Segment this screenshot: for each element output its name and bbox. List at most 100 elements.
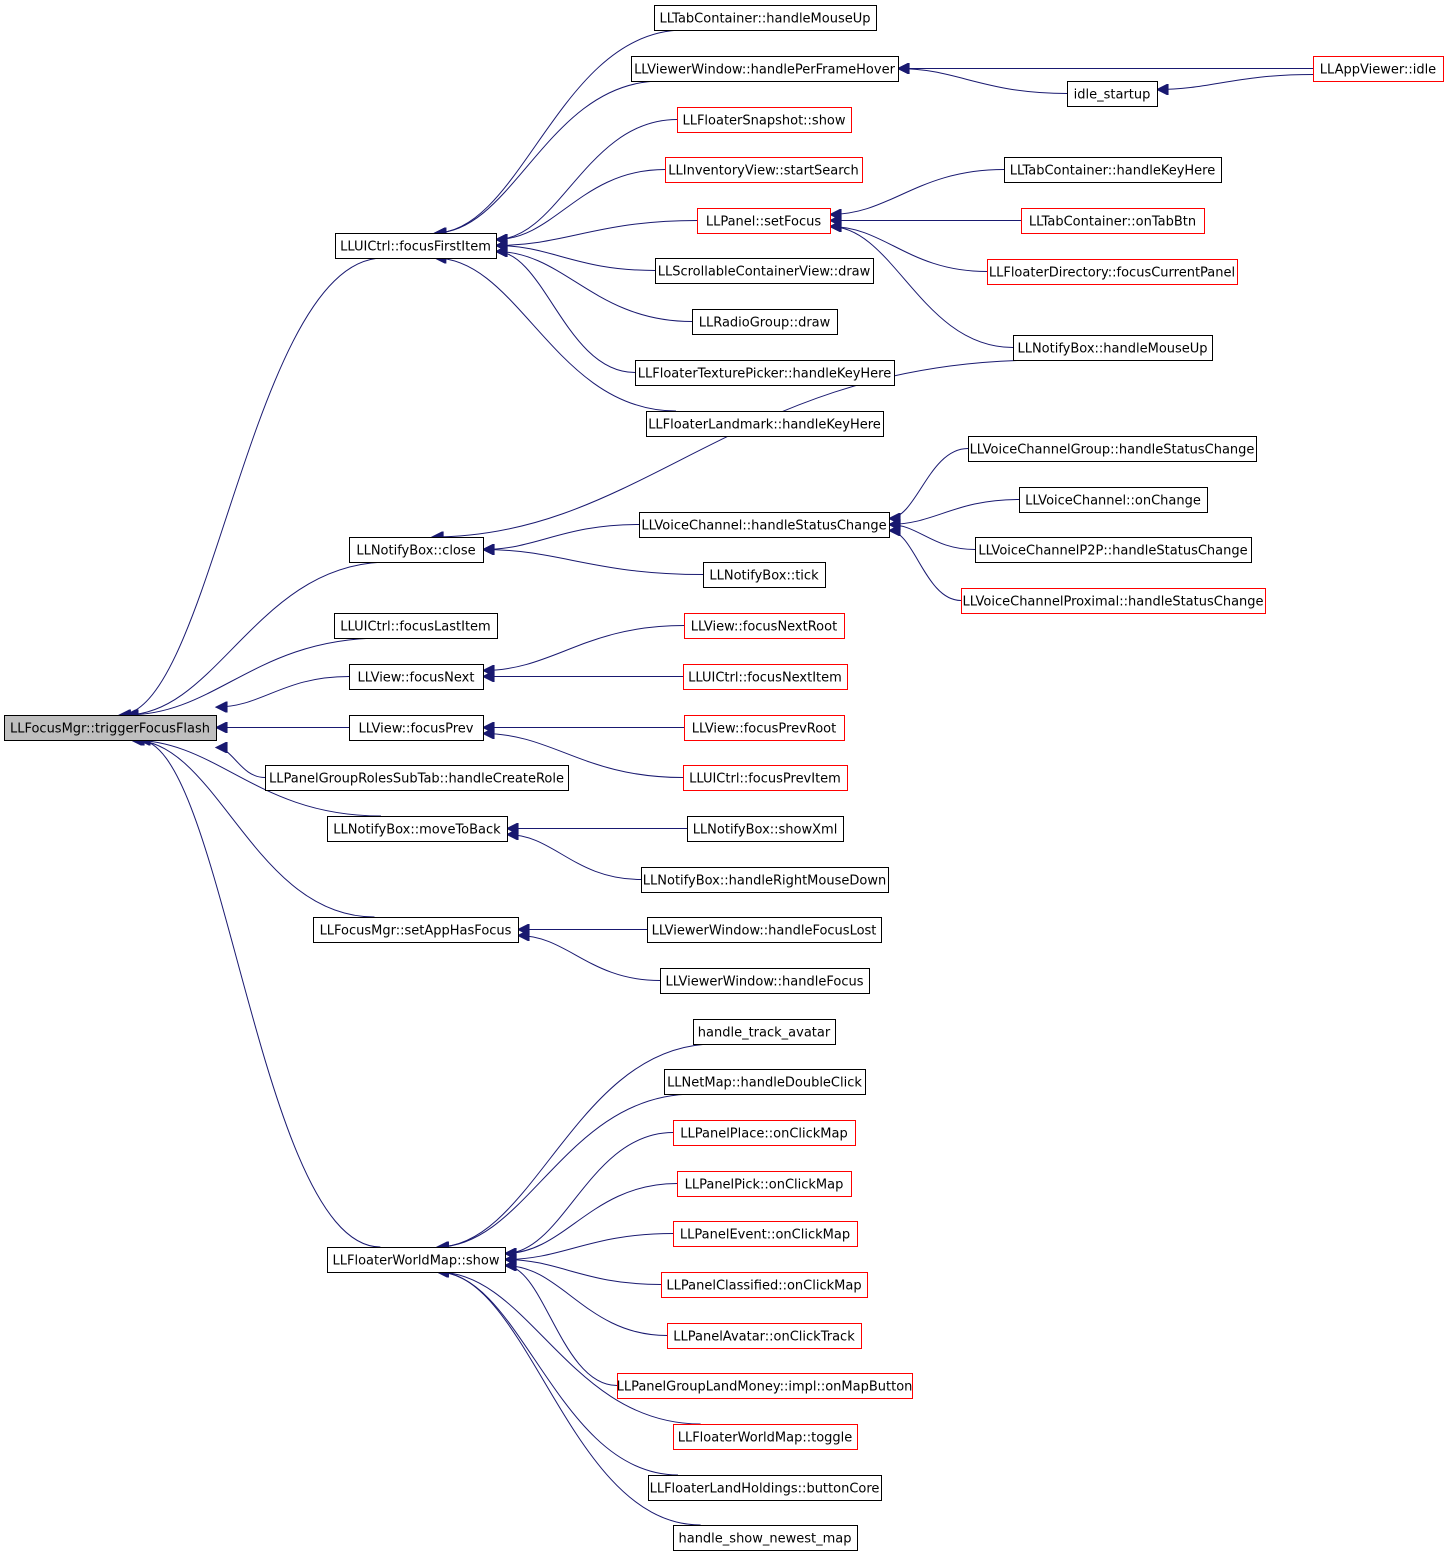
node-box[interactable]: [677, 1171, 852, 1197]
node-n22[interactable]: LLUICtrl::focusNextItem: [683, 664, 848, 690]
node-n15[interactable]: LLScrollableContainerView::draw: [655, 258, 874, 284]
node-box[interactable]: [968, 436, 1257, 462]
node-n14[interactable]: LLPanel::setFocus: [697, 208, 831, 234]
node-n20[interactable]: LLNotifyBox::tick: [703, 562, 826, 588]
node-n11[interactable]: LLViewerWindow::handlePerFrameHover: [631, 56, 899, 82]
node-box[interactable]: [664, 1069, 866, 1095]
node-box[interactable]: [648, 1475, 882, 1501]
node-box[interactable]: [687, 816, 844, 842]
node-box[interactable]: [1313, 56, 1444, 82]
node-box[interactable]: [635, 360, 895, 386]
node-box[interactable]: [641, 867, 889, 893]
node-n43[interactable]: LLTabContainer::onTabBtn: [1021, 208, 1205, 234]
node-box[interactable]: [697, 208, 831, 234]
node-n0[interactable]: LLFocusMgr::triggerFocusFlash: [4, 715, 217, 741]
node-box[interactable]: [327, 1247, 506, 1273]
node-n44[interactable]: LLFloaterDirectory::focusCurrentPanel: [987, 259, 1238, 285]
node-n26[interactable]: LLNotifyBox::handleRightMouseDown: [641, 867, 889, 893]
node-n9[interactable]: LLFloaterWorldMap::show: [327, 1247, 506, 1273]
node-box[interactable]: [334, 613, 498, 639]
node-n13[interactable]: LLInventoryView::startSearch: [665, 157, 863, 183]
node-box[interactable]: [975, 537, 1252, 563]
node-n36[interactable]: LLPanelGroupLandMoney::impl::onMapButton: [617, 1373, 913, 1399]
node-n2[interactable]: LLNotifyBox::close: [349, 537, 484, 563]
node-box[interactable]: [617, 1373, 913, 1399]
node-n48[interactable]: LLVoiceChannelP2P::handleStatusChange: [975, 537, 1252, 563]
node-box[interactable]: [1067, 81, 1158, 107]
node-box[interactable]: [661, 1272, 868, 1298]
node-n45[interactable]: LLNotifyBox::handleMouseUp: [1013, 335, 1213, 361]
node-box[interactable]: [961, 588, 1266, 614]
node-n40[interactable]: idle_startup: [1067, 81, 1158, 107]
node-n19[interactable]: LLVoiceChannel::handleStatusChange: [639, 512, 890, 538]
node-n12[interactable]: LLFloaterSnapshot::show: [677, 107, 852, 133]
node-box[interactable]: [639, 512, 890, 538]
node-n38[interactable]: LLFloaterLandHoldings::buttonCore: [648, 1475, 882, 1501]
node-box[interactable]: [673, 1525, 858, 1551]
node-box[interactable]: [654, 5, 877, 31]
node-n32[interactable]: LLPanelPick::onClickMap: [677, 1171, 852, 1197]
node-n37[interactable]: LLFloaterWorldMap::toggle: [673, 1424, 858, 1450]
node-n10[interactable]: LLTabContainer::handleMouseUp: [654, 5, 877, 31]
node-box[interactable]: [673, 1120, 856, 1146]
node-box[interactable]: [631, 56, 899, 82]
node-box[interactable]: [265, 765, 569, 791]
node-n47[interactable]: LLVoiceChannel::onChange: [1019, 487, 1208, 513]
node-n42[interactable]: LLTabContainer::handleKeyHere: [1004, 157, 1222, 183]
node-box[interactable]: [673, 1221, 858, 1247]
node-box[interactable]: [667, 1323, 862, 1349]
node-box[interactable]: [655, 258, 874, 284]
node-n23[interactable]: LLView::focusPrevRoot: [684, 715, 845, 741]
node-box[interactable]: [684, 715, 845, 741]
node-n5[interactable]: LLView::focusPrev: [349, 715, 484, 741]
node-box[interactable]: [1013, 335, 1213, 361]
node-n7[interactable]: LLNotifyBox::moveToBack: [327, 816, 508, 842]
node-n1[interactable]: LLUICtrl::focusFirstItem: [335, 233, 497, 259]
node-box[interactable]: [647, 917, 882, 943]
node-n27[interactable]: LLViewerWindow::handleFocusLost: [647, 917, 882, 943]
node-n30[interactable]: LLNetMap::handleDoubleClick: [664, 1069, 866, 1095]
node-n17[interactable]: LLFloaterTexturePicker::handleKeyHere: [635, 360, 895, 386]
node-n6[interactable]: LLPanelGroupRolesSubTab::handleCreateRol…: [265, 765, 569, 791]
node-n4[interactable]: LLView::focusNext: [349, 664, 484, 690]
node-n21[interactable]: LLView::focusNextRoot: [684, 613, 845, 639]
node-box[interactable]: [660, 968, 870, 994]
node-n46[interactable]: LLVoiceChannelGroup::handleStatusChange: [968, 436, 1257, 462]
node-n8[interactable]: LLFocusMgr::setAppHasFocus: [313, 917, 519, 943]
node-box[interactable]: [684, 613, 845, 639]
node-box[interactable]: [1019, 487, 1208, 513]
node-box[interactable]: [327, 816, 508, 842]
node-n28[interactable]: LLViewerWindow::handleFocus: [660, 968, 870, 994]
node-n31[interactable]: LLPanelPlace::onClickMap: [673, 1120, 856, 1146]
node-n29[interactable]: handle_track_avatar: [693, 1019, 836, 1045]
node-box[interactable]: [683, 664, 848, 690]
node-box[interactable]: [673, 1424, 858, 1450]
node-box[interactable]: [692, 309, 838, 335]
node-n18[interactable]: LLFloaterLandmark::handleKeyHere: [646, 411, 884, 437]
node-box[interactable]: [646, 411, 884, 437]
node-n49[interactable]: LLVoiceChannelProximal::handleStatusChan…: [961, 588, 1266, 614]
node-n25[interactable]: LLNotifyBox::showXml: [687, 816, 844, 842]
node-box[interactable]: [1004, 157, 1222, 183]
node-n35[interactable]: LLPanelAvatar::onClickTrack: [667, 1323, 862, 1349]
node-box[interactable]: [677, 107, 852, 133]
node-box[interactable]: [349, 715, 484, 741]
node-n3[interactable]: LLUICtrl::focusLastItem: [334, 613, 498, 639]
node-box[interactable]: [349, 537, 484, 563]
node-n39[interactable]: handle_show_newest_map: [673, 1525, 858, 1551]
node-box[interactable]: [4, 715, 217, 741]
node-box[interactable]: [335, 233, 497, 259]
node-n33[interactable]: LLPanelEvent::onClickMap: [673, 1221, 858, 1247]
node-box[interactable]: [693, 1019, 836, 1045]
node-box[interactable]: [683, 765, 848, 791]
node-box[interactable]: [987, 259, 1238, 285]
node-n24[interactable]: LLUICtrl::focusPrevItem: [683, 765, 848, 791]
node-box[interactable]: [1021, 208, 1205, 234]
node-box[interactable]: [313, 917, 519, 943]
node-box[interactable]: [349, 664, 484, 690]
node-n41[interactable]: LLAppViewer::idle: [1313, 56, 1444, 82]
node-n34[interactable]: LLPanelClassified::onClickMap: [661, 1272, 868, 1298]
node-box[interactable]: [703, 562, 826, 588]
node-n16[interactable]: LLRadioGroup::draw: [692, 309, 838, 335]
node-box[interactable]: [665, 157, 863, 183]
